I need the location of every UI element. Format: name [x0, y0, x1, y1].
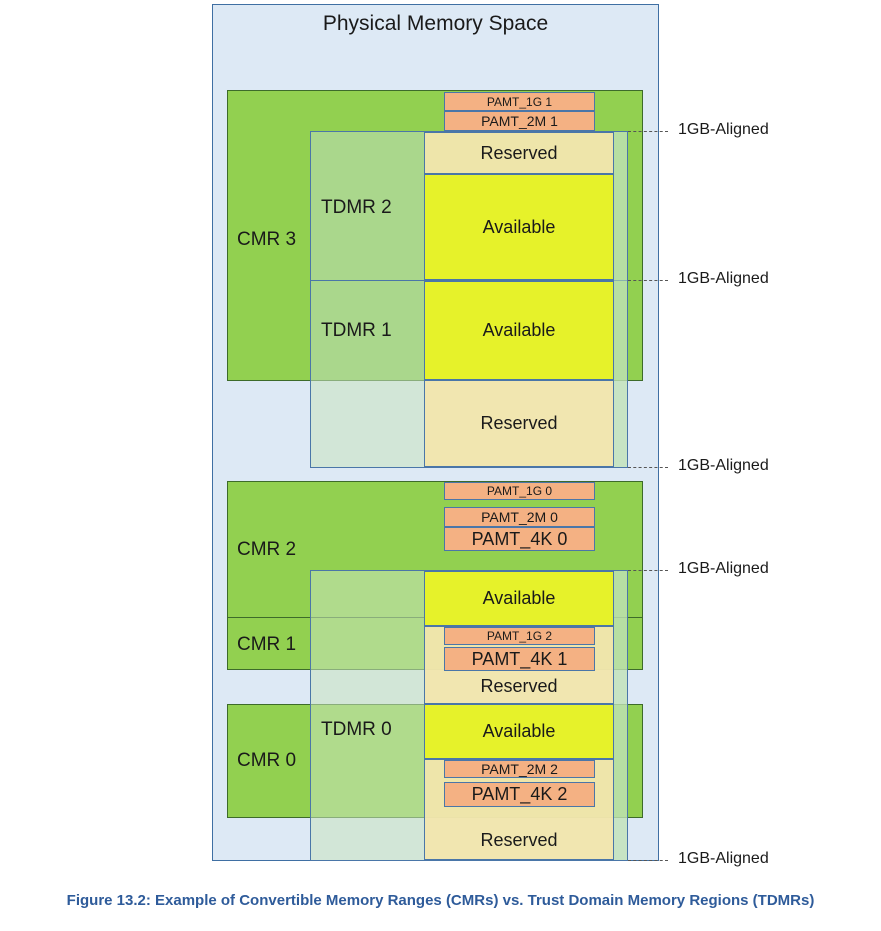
tdmr-1-label: TDMR 1 [321, 320, 392, 341]
tdmr-2-left-area [311, 132, 424, 280]
diagram-title: Physical Memory Space [322, 12, 549, 35]
tdmr-2-1-divider [310, 280, 628, 281]
tdmr-1-left-area [311, 281, 424, 380]
alignment-label-1: 1GB-Aligned [678, 121, 769, 138]
alignment-line-4 [628, 570, 668, 571]
tdmr-2-reserved: Reserved [424, 132, 614, 174]
pamt-2m-0: PAMT_2M 0 [444, 507, 595, 527]
alignment-label-2: 1GB-Aligned [678, 270, 769, 287]
tdmr-upper-right-strip [613, 131, 628, 468]
pamt-1g-0: PAMT_1G 0 [444, 482, 595, 500]
pamt-1g-2: PAMT_1G 2 [444, 627, 595, 645]
pamt-4k-2: PAMT_4K 2 [444, 782, 595, 807]
tdmr-2-label: TDMR 2 [321, 197, 392, 218]
cmr-3-label: CMR 3 [237, 229, 297, 250]
cmr-1-label: CMR 1 [237, 634, 297, 655]
pamt-2m-1: PAMT_2M 1 [444, 111, 595, 131]
tdmr-0-reserved-upper-label: Reserved [480, 676, 558, 696]
pamt-4k-1: PAMT_4K 1 [444, 647, 595, 671]
tdmr-1-available: Available [424, 281, 614, 380]
alignment-label-3: 1GB-Aligned [678, 457, 769, 474]
tdmr-2-available: Available [424, 174, 614, 280]
cmr-0-label: CMR 0 [237, 750, 297, 771]
alignment-line-3 [628, 467, 668, 468]
tdmr-0-label: TDMR 0 [321, 719, 392, 740]
pamt-4k-0: PAMT_4K 0 [444, 527, 595, 551]
pamt-2m-2: PAMT_2M 2 [444, 760, 595, 778]
tdmr-0-available-lower: Available [424, 704, 614, 759]
tdmr-1-reserved: Reserved [424, 380, 614, 467]
cmr-2-label: CMR 2 [237, 539, 297, 560]
figure-caption: Figure 13.2: Example of Convertible Memo… [66, 892, 815, 909]
alignment-label-4: 1GB-Aligned [678, 560, 769, 577]
alignment-label-5: 1GB-Aligned [678, 850, 769, 867]
tdmr-0-available-upper: Available [424, 571, 614, 626]
alignment-line-2 [628, 280, 668, 281]
tdmr-0-reserved-lower-label: Reserved [480, 830, 558, 850]
alignment-line-5 [628, 860, 668, 861]
tdmr-lower-right-strip [613, 570, 628, 861]
alignment-line-1 [628, 131, 668, 132]
pamt-1g-1: PAMT_1G 1 [444, 92, 595, 111]
